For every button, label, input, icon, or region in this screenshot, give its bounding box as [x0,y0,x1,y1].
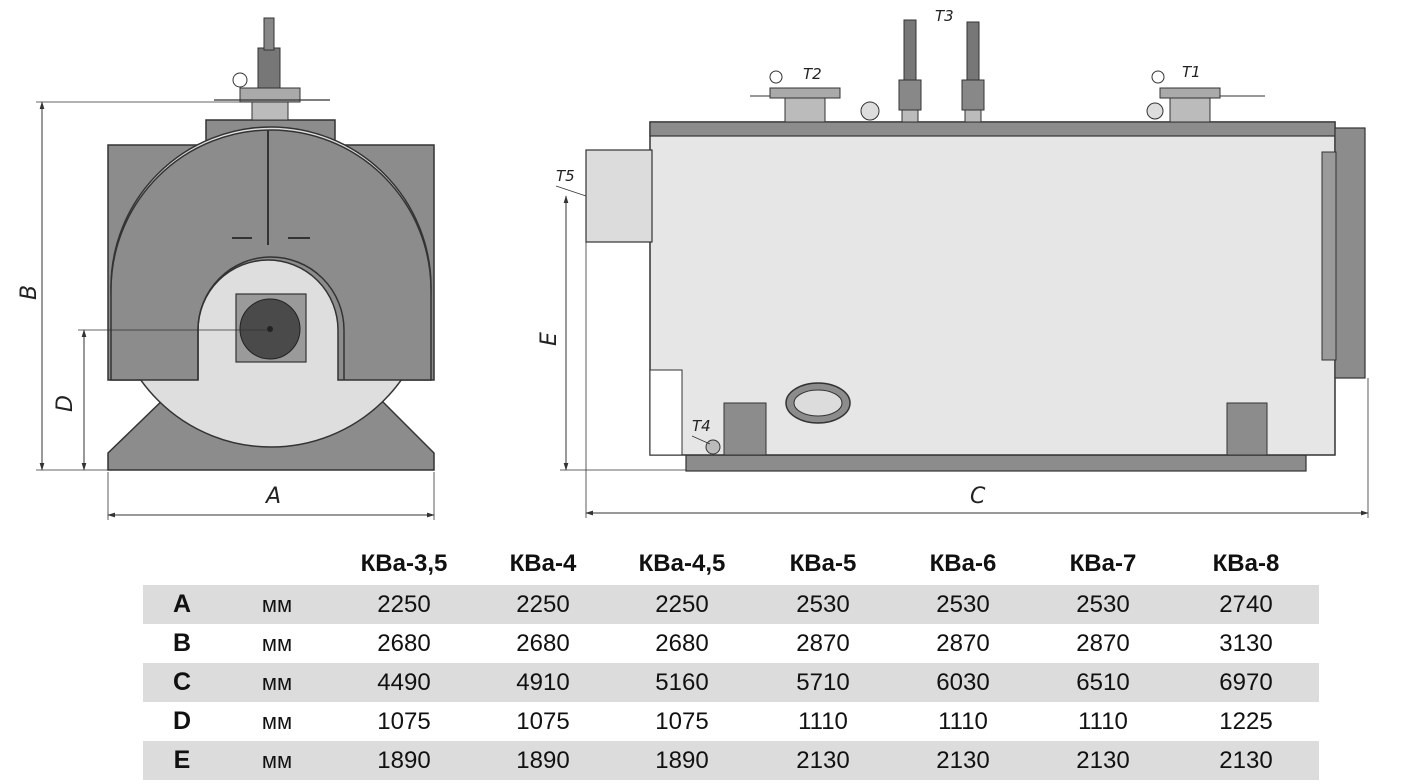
value-cell: 2530 [753,585,893,624]
model-header: КВа-6 [929,550,997,577]
value-cell: 2130 [893,741,1033,780]
model-header: КВа-7 [1069,550,1137,577]
value-cell: 2740 [1173,585,1319,624]
unit-cell: мм [261,708,293,734]
model-header: КВа-3,5 [360,550,448,577]
value-cell: 1075 [377,707,431,735]
dim-label-c: C [970,484,986,509]
connection-t1-assembly [1146,70,1265,123]
value-cell: 1890 [475,741,611,780]
dim-label-b: B [17,285,42,300]
value-cell: 1110 [798,707,848,735]
value-cell: 1890 [333,741,475,780]
dimension-letter: C [143,663,221,702]
unit-cell: мм [221,663,333,702]
label-t4: T4 [692,417,711,435]
unit-cell: мм [221,741,333,780]
dimension-letter: A [143,585,221,624]
side-base-skid [685,454,1307,472]
dim-label-a: A [264,484,281,509]
burner-center-mark [267,326,273,332]
value-cell: 2680 [377,629,431,657]
door-upper-panel [110,129,432,381]
boiler-drawing: A B D [17,7,1369,520]
value-cell: 2130 [753,741,893,780]
model-header: КВа-4 [509,550,577,577]
label-t5: T5 [556,167,575,185]
value-cell: 5160 [611,663,753,702]
label-t1: T1 [1182,63,1201,81]
model-header: КВа-5 [789,550,857,577]
value-cell: 5710 [753,663,893,702]
unit-cell: мм [221,585,333,624]
side-shell-top-band [649,121,1336,137]
burner-tube [585,149,653,243]
model-header: КВа-8 [1212,550,1280,577]
value-cell: 2680 [516,629,570,657]
rear-door-frame [1321,151,1337,361]
table-header-blank [143,543,221,585]
pressure-gauge [232,72,248,88]
side-shell-front-step [649,369,683,456]
unit-cell: мм [261,630,293,656]
value-cell: 2130 [1033,741,1173,780]
value-cell: 1110 [938,707,988,735]
support-left [723,402,767,456]
table-header-row: КВа-3,5 КВа-4 КВа-4,5 КВа-5 КВа-6 КВа-7 КВа-8 [143,543,1319,585]
value-cell: 6970 [1173,663,1319,702]
value-cell: 3130 [1219,629,1273,657]
dimension-letter: E [143,741,221,780]
value-cell: 2250 [611,585,753,624]
label-t2: T2 [803,65,822,83]
value-cell: 2250 [333,585,475,624]
dimension-letter: D [172,707,192,735]
value-cell: 2530 [893,585,1033,624]
value-cell: 6030 [893,663,1033,702]
value-cell: 2870 [936,629,990,657]
model-header: КВа-4,5 [638,550,726,577]
value-cell: 6510 [1033,663,1173,702]
value-cell: 1110 [1078,707,1128,735]
drain-t4 [705,439,721,455]
support-right [1226,402,1268,456]
front-view: A B D [17,17,435,520]
connection-t2-assembly [750,70,841,123]
dim-label-e: E [537,332,562,346]
label-t3: T3 [935,7,954,25]
value-cell: 2530 [1033,585,1173,624]
value-cell: 4910 [475,663,611,702]
value-cell: 2250 [475,585,611,624]
dim-label-d: D [53,395,78,412]
value-cell: 1890 [611,741,753,780]
front-valve-stem [263,17,275,51]
front-valve-pipe [251,101,289,121]
dimension-letter: B [172,629,192,657]
value-cell: 2870 [1076,629,1130,657]
value-cell: 4490 [333,663,475,702]
leader-t5 [555,185,587,197]
manhole-inner [793,389,843,417]
rear-door [1334,127,1366,379]
front-valve-body [257,47,281,89]
value-cell: 1225 [1219,707,1273,735]
connection-t3-assembly [860,19,985,123]
leader-t4 [691,435,711,445]
table-header-blank [221,543,333,585]
value-cell: 2870 [796,629,850,657]
side-view: T2 T3 T1 T5 T4 C E [537,7,1369,518]
value-cell: 1075 [655,707,709,735]
door-arch [197,256,345,380]
value-cell: 1075 [516,707,570,735]
value-cell: 2680 [655,629,709,657]
value-cell: 2130 [1173,741,1319,780]
